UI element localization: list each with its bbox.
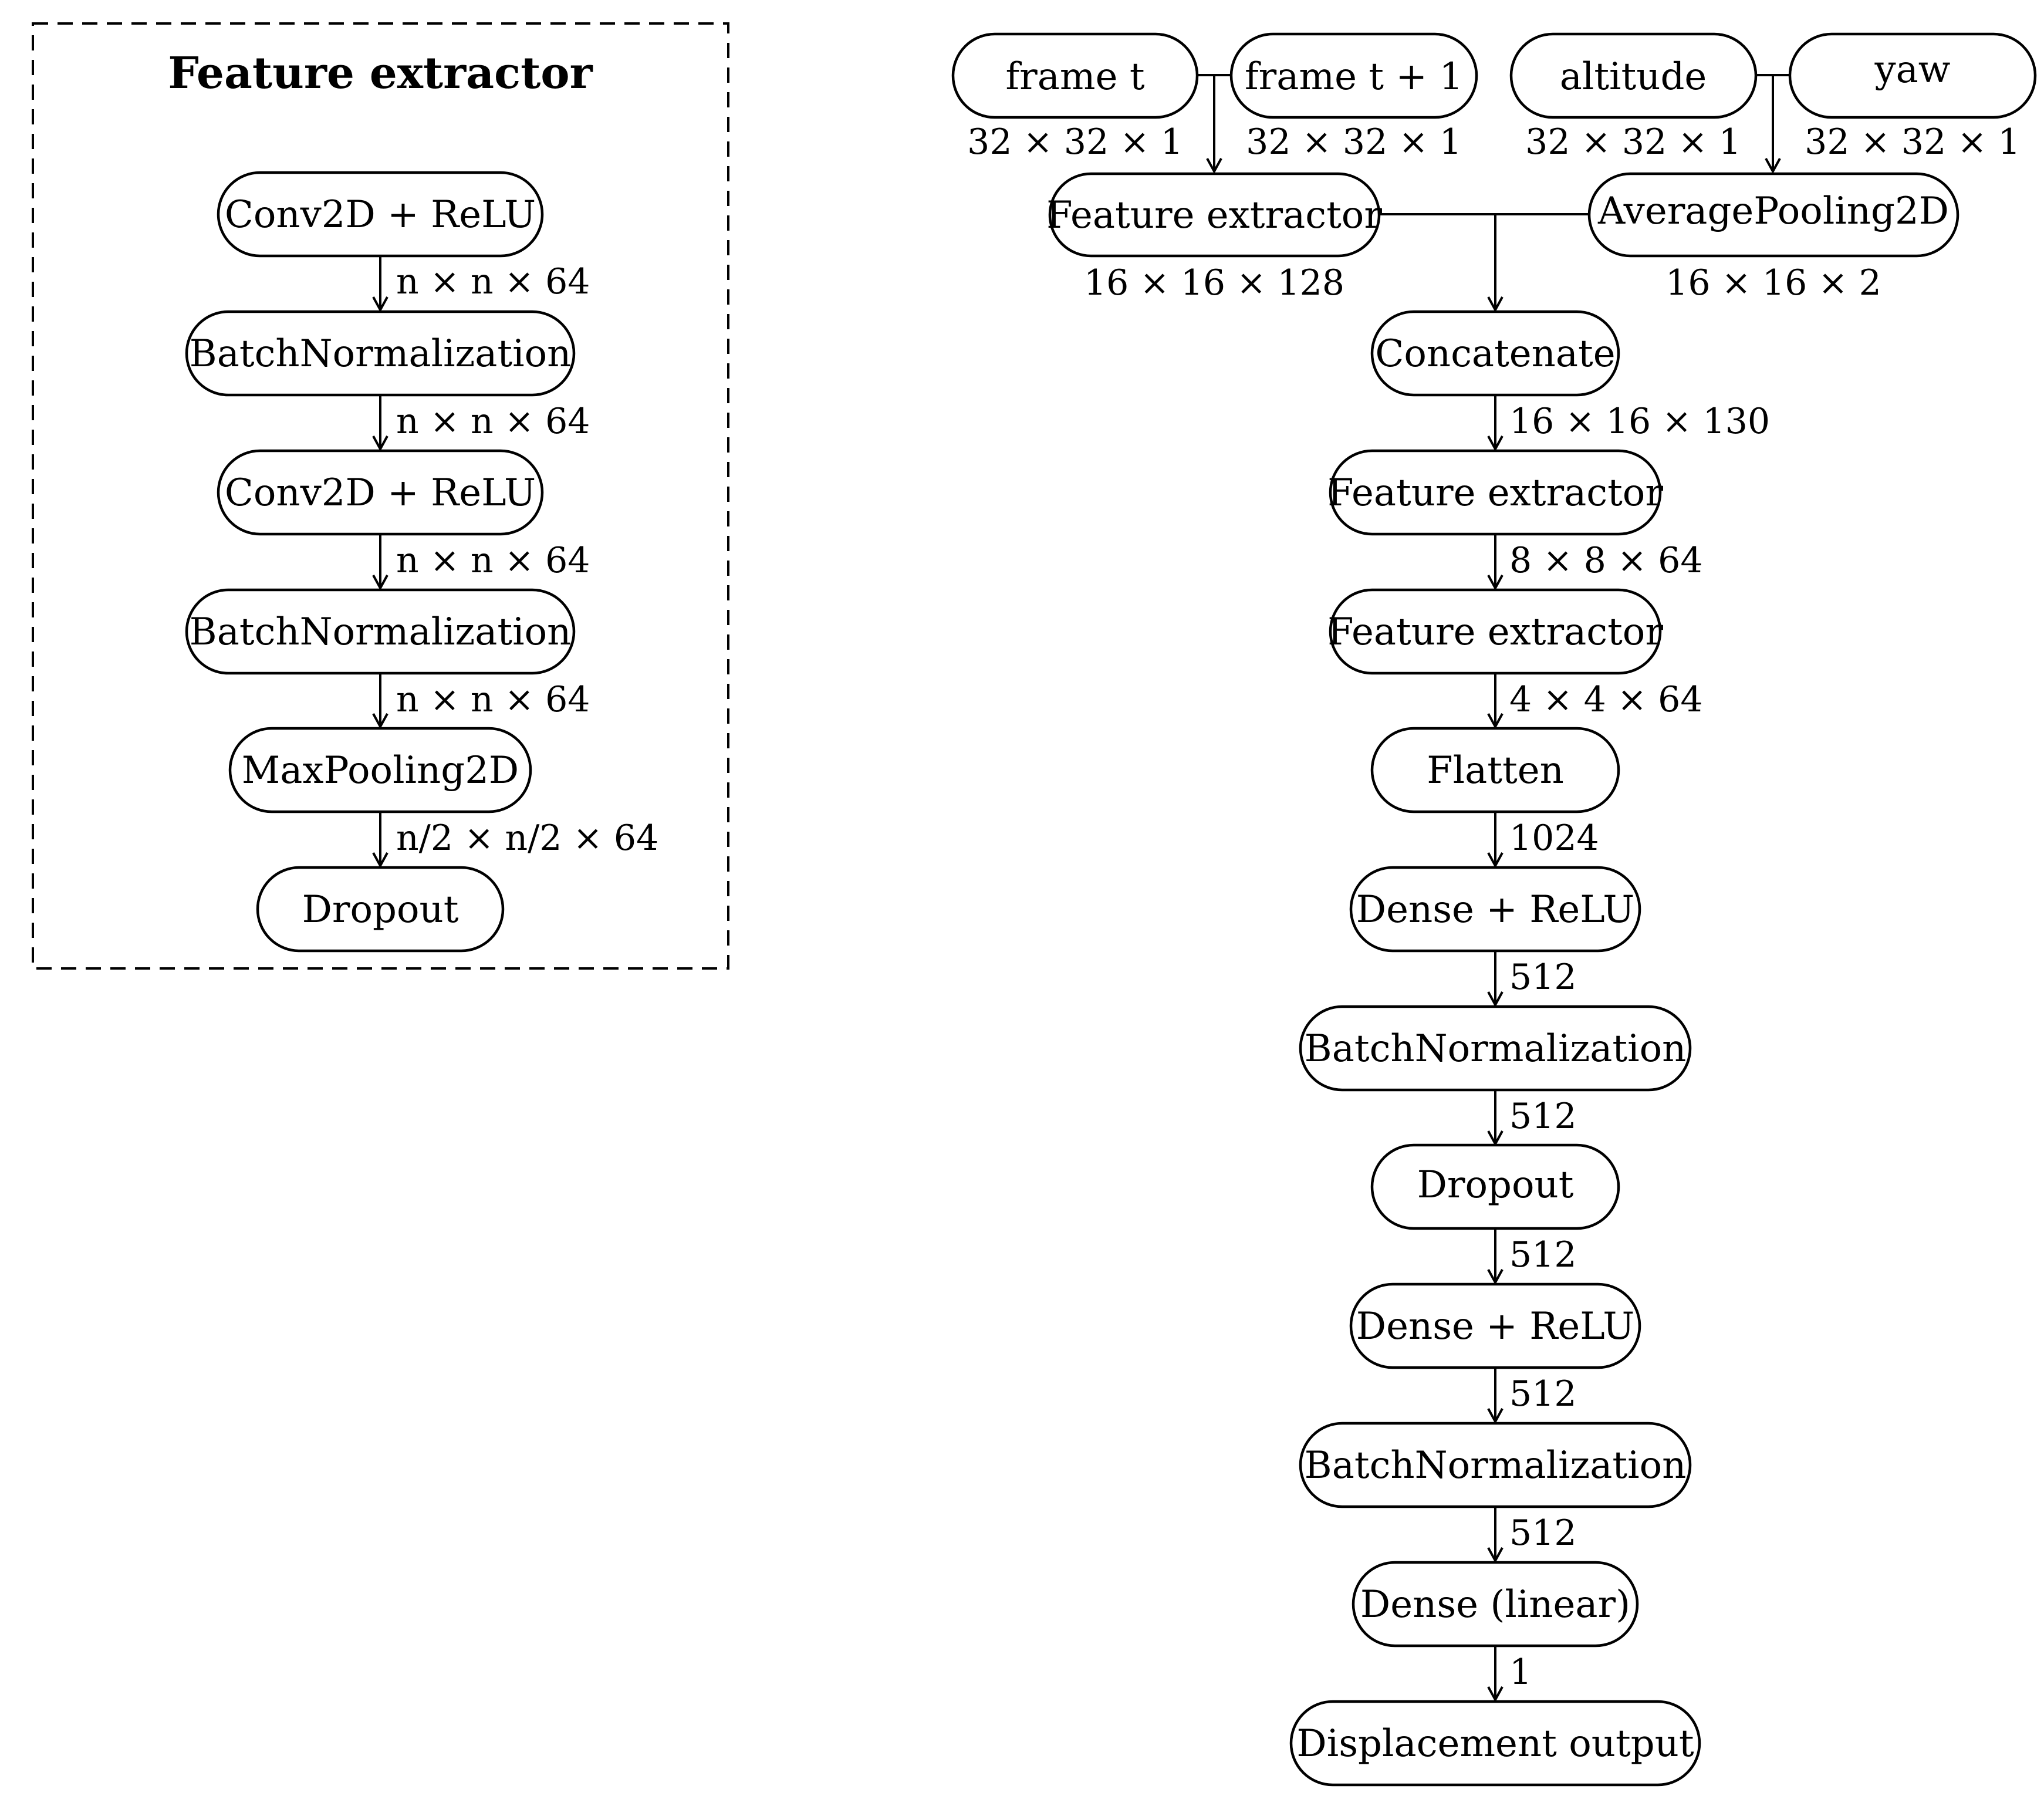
node-batchnorm-2: BatchNormalization <box>1299 1422 1692 1508</box>
node-batchnorm-1: BatchNormalization <box>1299 1005 1692 1092</box>
svg-text:Concatenate: Concatenate <box>1375 332 1615 376</box>
node-feature-extractor-2: Feature extractor <box>1327 449 1663 536</box>
svg-text:altitude: altitude <box>1560 55 1707 99</box>
input-altitude: altitude <box>1509 32 1758 119</box>
fe-node-conv2d-relu-2: Conv2D + ReLU <box>217 449 544 536</box>
fe-arrowhead-4 <box>372 713 388 730</box>
input-frame-t-shape: 32 × 32 × 1 <box>967 121 1183 163</box>
chain-arrowhead-5 <box>1487 991 1504 1008</box>
branch-feature-extractor: Feature extractor <box>1046 172 1382 258</box>
fe-edge-label-1: n × n × 64 <box>396 261 590 302</box>
input-yaw: yaw <box>1788 32 2037 119</box>
input-altitude-shape: 32 × 32 × 1 <box>1525 121 1741 163</box>
branch-averagepooling2d: AveragePooling2D <box>1587 172 1959 258</box>
chain-edge-label-2: 8 × 8 × 64 <box>1509 540 1703 581</box>
chain-edge-label-10: 1 <box>1509 1652 1532 1693</box>
fe-node-batchnorm-2: BatchNormalization <box>185 588 576 675</box>
feature-extractor-frame <box>32 22 729 970</box>
fe-edge-label-4: n × n × 64 <box>396 679 590 720</box>
fe-arrowhead-2 <box>372 436 388 452</box>
node-dense-relu-1: Dense + ReLU <box>1349 866 1641 953</box>
svg-text:Feature extractor: Feature extractor <box>1327 471 1663 515</box>
chain-edge-label-5: 512 <box>1509 957 1577 998</box>
chain-edge-label-6: 512 <box>1509 1096 1577 1137</box>
input-frame-t-plus-1-shape: 32 × 32 × 1 <box>1246 121 1462 163</box>
svg-text:Dropout: Dropout <box>1417 1163 1574 1207</box>
input-frame-t: frame t <box>951 32 1199 119</box>
fe-node-maxpooling2d: MaxPooling2D <box>228 727 532 813</box>
fe-node-dropout: Dropout <box>256 866 505 953</box>
fe-node-conv2d-relu-1: Conv2D + ReLU <box>217 171 544 258</box>
svg-text:Displacement output: Displacement output <box>1296 1722 1694 1766</box>
fe-edge-label-5: n/2 × n/2 × 64 <box>396 818 658 859</box>
fe-arrowhead-5 <box>372 852 388 869</box>
chain-arrowhead-10 <box>1487 1686 1504 1703</box>
node-concatenate: Concatenate <box>1370 310 1620 397</box>
chain-arrowhead-3 <box>1487 713 1504 730</box>
svg-text:frame t: frame t <box>1005 55 1144 99</box>
chain-arrowhead-8 <box>1487 1408 1504 1424</box>
chain-edge-label-1: 16 × 16 × 130 <box>1509 401 1770 442</box>
branch-feature-extractor-shape: 16 × 16 × 128 <box>1084 262 1344 303</box>
chain-arrowhead-9 <box>1487 1547 1504 1564</box>
svg-text:Dense + ReLU: Dense + ReLU <box>1356 1305 1634 1348</box>
arrowhead-concatenate <box>1487 296 1504 313</box>
chain-edge-label-8: 512 <box>1509 1373 1577 1415</box>
svg-text:Feature extractor: Feature extractor <box>1046 194 1382 237</box>
fe-arrowhead-3 <box>372 575 388 591</box>
branch-averagepooling2d-shape: 16 × 16 × 2 <box>1665 262 1881 303</box>
node-dense-linear: Dense (linear) <box>1352 1561 1639 1648</box>
fe-arrowhead-1 <box>372 296 388 313</box>
svg-text:Dropout: Dropout <box>302 888 459 931</box>
node-dropout: Dropout <box>1370 1143 1620 1230</box>
chain-edge-label-4: 1024 <box>1509 818 1599 859</box>
svg-text:yaw: yaw <box>1874 48 1950 92</box>
node-feature-extractor-3: Feature extractor <box>1327 588 1663 675</box>
fe-node-batchnorm-1: BatchNormalization <box>185 310 576 397</box>
svg-text:frame t + 1: frame t + 1 <box>1245 55 1463 99</box>
arrowhead-frames <box>1206 158 1222 174</box>
svg-text:Conv2D + ReLU: Conv2D + ReLU <box>225 193 536 237</box>
chain-edge-label-9: 512 <box>1509 1513 1577 1554</box>
chain-arrowhead-2 <box>1487 575 1504 591</box>
node-displacement-output: Displacement output <box>1289 1700 1701 1787</box>
svg-text:MaxPooling2D: MaxPooling2D <box>242 749 519 792</box>
feature-extractor-title: Feature extractor <box>168 48 593 99</box>
chain-edge-label-7: 512 <box>1509 1234 1577 1275</box>
input-yaw-shape: 32 × 32 × 1 <box>1805 121 2021 163</box>
fe-edge-label-3: n × n × 64 <box>396 540 590 581</box>
svg-text:Dense + ReLU: Dense + ReLU <box>1356 888 1634 931</box>
svg-text:AveragePooling2D: AveragePooling2D <box>1597 190 1949 233</box>
input-frame-t-plus-1: frame t + 1 <box>1229 32 1478 119</box>
svg-text:BatchNormalization: BatchNormalization <box>1305 1027 1687 1071</box>
feature-extractor-panel: Feature extractor n × n × 64 n × n × 64 … <box>32 22 729 970</box>
svg-text:BatchNormalization: BatchNormalization <box>190 332 572 376</box>
svg-text:Conv2D + ReLU: Conv2D + ReLU <box>225 471 536 515</box>
svg-text:Feature extractor: Feature extractor <box>1327 610 1663 654</box>
svg-text:BatchNormalization: BatchNormalization <box>190 610 572 654</box>
svg-text:BatchNormalization: BatchNormalization <box>1305 1444 1687 1487</box>
chain-arrowhead-4 <box>1487 852 1504 869</box>
node-flatten: Flatten <box>1370 727 1620 813</box>
chain-arrowhead-1 <box>1487 436 1504 452</box>
arrowhead-altitude-yaw <box>1765 158 1781 174</box>
svg-text:Dense (linear): Dense (linear) <box>1360 1583 1630 1626</box>
fe-edge-label-2: n × n × 64 <box>396 401 590 442</box>
node-dense-relu-2: Dense + ReLU <box>1349 1282 1641 1369</box>
network-panel: frame t 32 × 32 × 1 frame t + 1 32 × 32 … <box>951 32 2037 1787</box>
chain-arrowhead-7 <box>1487 1269 1504 1285</box>
chain-edge-label-3: 4 × 4 × 64 <box>1509 679 1703 720</box>
svg-text:Flatten: Flatten <box>1427 749 1564 792</box>
